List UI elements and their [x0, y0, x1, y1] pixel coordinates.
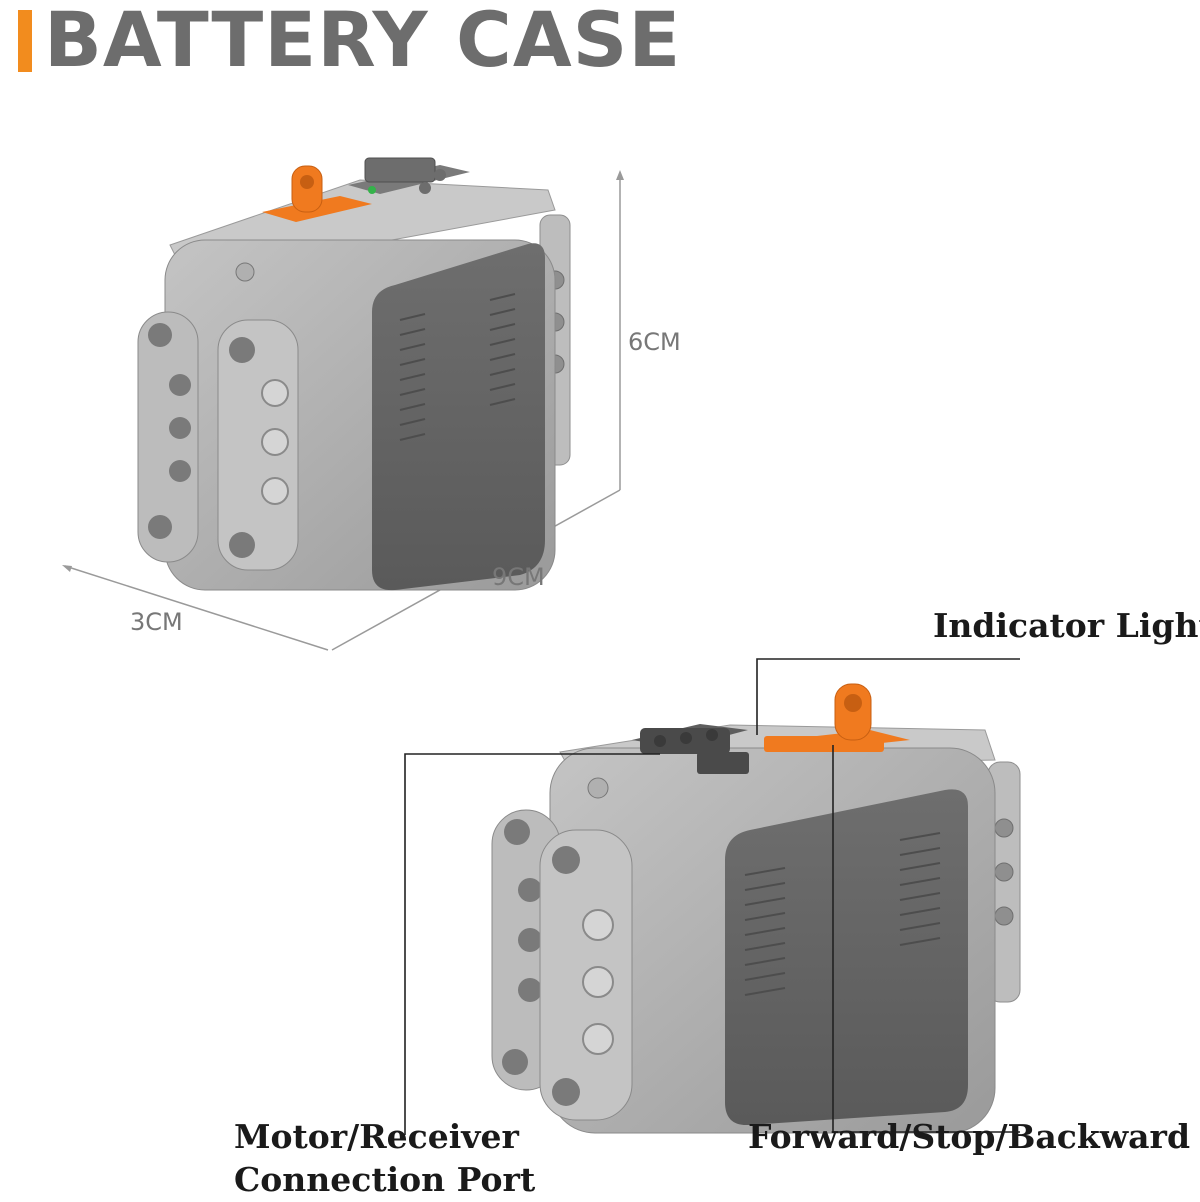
switch-leader	[832, 745, 1020, 1133]
title-accent-bar	[18, 10, 32, 72]
port-leader	[404, 753, 660, 1135]
width-dimension-line	[64, 565, 329, 651]
battery-box-top-view	[137, 157, 571, 591]
port-label-line1: Motor/Receiver	[234, 1117, 519, 1156]
indicator-light-led	[368, 186, 376, 194]
height-label: 6CM	[628, 328, 681, 356]
width-label: 3CM	[130, 608, 183, 636]
callout-leader-lines	[404, 658, 1020, 1135]
battery-box-bottom-view	[491, 683, 1021, 1134]
connection-port	[632, 724, 749, 774]
length-label: 9CM	[492, 563, 545, 591]
indicator-light-label: Indicator Light	[933, 606, 1200, 645]
direction-switch	[764, 683, 910, 752]
port-label-line2: Connection Port	[234, 1160, 536, 1199]
page-title: BATTERY CASE	[44, 0, 682, 84]
indicator-leader	[756, 658, 1020, 735]
switch-label: Forward/Stop/Backward	[748, 1117, 1191, 1156]
control-panel	[348, 157, 470, 194]
panel-vents	[399, 293, 516, 441]
direction-switch	[262, 165, 372, 222]
